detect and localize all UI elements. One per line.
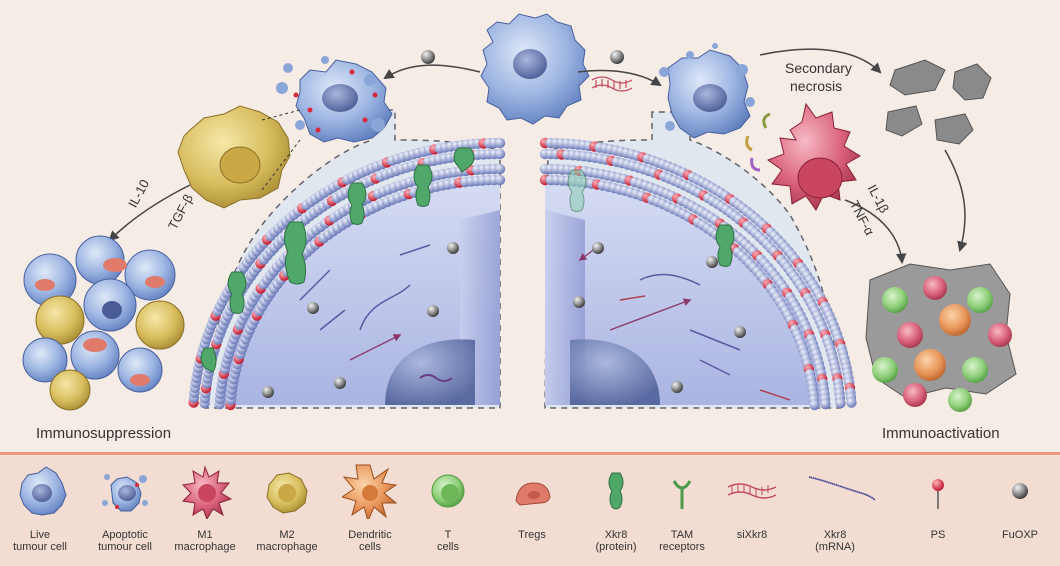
legend-label: Live — [29, 529, 51, 541]
live-tumour-cell-top — [480, 13, 590, 125]
legend-label: M1 — [197, 529, 213, 541]
right-membrane-cutaway — [545, 178, 830, 405]
legend-label: receptors — [659, 541, 705, 553]
apoptotic-tumour-cell-right — [659, 43, 755, 139]
necrotic-debris — [885, 59, 992, 145]
fuoxp-particle — [421, 50, 435, 64]
apoptotic-tumour-cell-left — [276, 56, 393, 143]
legend-label: Dendritic — [348, 529, 392, 541]
xkr8-mrna-icon — [808, 476, 875, 502]
immunosuppression-label: Immunosuppression — [36, 425, 172, 442]
legend-label: M2 — [279, 529, 295, 541]
secondary-necrosis-label-line1: Secondary — [785, 60, 852, 76]
legend-label: siXkr8 — [736, 529, 768, 541]
lipid-bead — [809, 399, 820, 411]
apoptotic-tumour-cell-icon — [102, 474, 148, 512]
legend-label: TAM — [670, 529, 694, 541]
secondary-necrosis-label-line2: necrosis — [790, 78, 843, 94]
xkr8-protein-right — [567, 169, 735, 267]
treg-icon — [515, 482, 551, 506]
fuoxp-particle — [610, 50, 624, 64]
tam-receptor-icon — [672, 480, 692, 509]
legend-label: Xkr8 — [823, 529, 847, 541]
fuoxp-icon — [1012, 483, 1028, 499]
left-membrane-cutaway — [215, 178, 500, 405]
legend-label: macrophage — [256, 541, 318, 553]
m2-macrophage — [177, 105, 301, 209]
mechanism-diagram — [22, 13, 1017, 412]
lipid-bead — [494, 163, 506, 175]
legend-label: Xkr8 — [604, 529, 628, 541]
legend-label: tumour cell — [98, 541, 152, 553]
legend-label: cells — [358, 541, 381, 553]
immunosuppression-cluster — [22, 235, 185, 411]
lipid-bead — [820, 399, 831, 410]
lipid-bead — [494, 148, 506, 160]
legend-label: cells — [436, 541, 459, 553]
xkr8-protein-icon — [608, 472, 624, 510]
immunoactivation-cluster — [865, 263, 1017, 412]
lipid-bead — [494, 137, 506, 149]
m1-macrophage-icon — [181, 465, 233, 519]
xkr8-protein-icon — [200, 147, 475, 373]
legend-label: macrophage — [174, 541, 236, 553]
flow-arrows — [108, 48, 968, 265]
lipid-bead — [835, 398, 846, 409]
legend-label: (mRNA) — [815, 541, 855, 553]
legend-label: Tregs — [518, 529, 546, 541]
sixkr8-icon — [591, 76, 633, 92]
legend-label: (protein) — [595, 541, 637, 553]
dendritic-cell-icon — [342, 464, 398, 519]
ps-icon — [932, 479, 944, 509]
legend-label: Apoptotic — [102, 529, 148, 541]
legend-label: T — [444, 529, 452, 541]
lipid-bead — [494, 174, 506, 186]
live-tumour-cell-icon — [19, 466, 67, 516]
m1-macrophage — [745, 102, 861, 211]
lipid-bead — [846, 397, 857, 408]
sixkr8-icon — [727, 483, 777, 499]
m2-macrophage-icon — [266, 472, 308, 514]
t-cell-icon — [431, 474, 465, 508]
legend-label: tumour cell — [13, 541, 67, 553]
legend-label: FuOXP — [1001, 529, 1039, 541]
legend-label: PS — [930, 529, 946, 541]
immunoactivation-label: Immunoactivation — [882, 425, 1000, 442]
